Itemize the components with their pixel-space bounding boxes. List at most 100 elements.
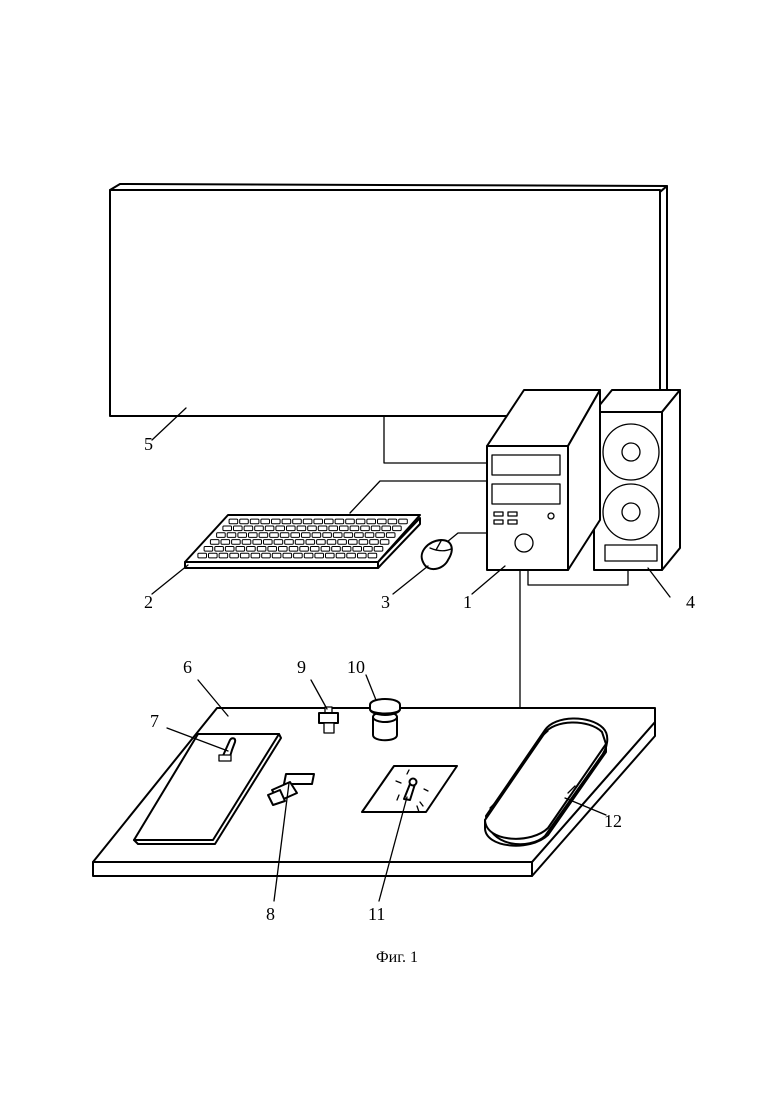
keyboard-key [333,533,342,538]
keyboard-key [306,540,315,545]
keyboard-key [217,533,226,538]
keyboard-key [336,553,345,558]
keyboard-key [249,533,258,538]
keyboard-key [210,540,219,545]
keyboard-key [221,540,230,545]
mouse [422,540,452,569]
keyboard-key [297,526,306,531]
keyboard-key [265,526,274,531]
keyboard-key [215,547,224,552]
keyboard-key [240,519,249,524]
keyboard-key [255,526,264,531]
keyboard-key [325,519,334,524]
keyboard-key [272,519,281,524]
keyboard-key [232,540,241,545]
keyboard-key [361,526,370,531]
keyboard-key [276,526,285,531]
figure-caption: Фиг. 1 [376,949,418,966]
keyboard-key [259,533,268,538]
keyboard-key [365,533,374,538]
keyboard-key [294,553,303,558]
keyboard-key [234,526,243,531]
keyboard [185,515,420,568]
keyboard-key [386,533,395,538]
keyboard-key [238,533,247,538]
keyboard-key [327,540,336,545]
keyboard-key [204,547,213,552]
label-12: 12 [604,811,622,831]
keyboard-key [300,547,309,552]
keyboard-key [346,519,355,524]
keyboard-key [350,526,359,531]
keyboard-key [291,533,300,538]
keyboard-key [329,526,338,531]
label-1: 1 [463,592,472,612]
label-4: 4 [686,592,695,612]
keyboard-key [310,547,319,552]
keyboard-key [315,553,324,558]
keyboard-key [272,553,281,558]
keyboard-key [257,547,266,552]
label-10: 10 [347,657,365,677]
keyboard-key [282,519,291,524]
keyboard-key [274,540,283,545]
keyboard-key [236,547,245,552]
keyboard-key [302,533,311,538]
keyboard-key [225,547,234,552]
keyboard-key [399,519,408,524]
keyboard-key [261,519,270,524]
label-2: 2 [144,592,153,612]
keyboard-key [223,526,232,531]
keyboard-key [270,533,279,538]
keyboard-key [295,540,304,545]
label-8: 8 [266,904,275,924]
keyboard-key [219,553,228,558]
label-3: 3 [381,592,390,612]
keyboard-key [347,553,356,558]
keyboard-key [342,547,351,552]
label-9: 9 [297,657,306,677]
keyboard-key [314,519,323,524]
keyboard-key [382,526,391,531]
keyboard-key [229,519,238,524]
keyboard-key [285,540,294,545]
keyboard-key [293,519,302,524]
keyboard-key [253,540,262,545]
keyboard-key [262,553,271,558]
label-5: 5 [144,434,153,454]
keyboard-key [279,547,288,552]
label-6: 6 [183,657,192,677]
keyboard-key [289,547,298,552]
keyboard-key [359,540,368,545]
keyboard-key [244,526,253,531]
keyboard-key [326,553,335,558]
keyboard-key [209,553,218,558]
keyboard-key [268,547,277,552]
keyboard-key [251,553,260,558]
keyboard-key [317,540,326,545]
keyboard-key [371,526,380,531]
label-11: 11 [368,904,385,924]
keyboard-key [287,526,296,531]
keyboard-key [358,553,367,558]
keyboard-key [242,540,251,545]
keyboard-key [374,547,383,552]
keyboard-key [353,547,362,552]
keyboard-key [370,540,379,545]
keyboard-key [250,519,259,524]
keyboard-key [264,540,273,545]
keyboard-key [393,526,402,531]
item-10 [370,699,400,740]
keyboard-key [304,553,313,558]
label-7: 7 [150,711,159,731]
keyboard-key [349,540,358,545]
keyboard-key [230,553,239,558]
keyboard-key [323,533,332,538]
keyboard-key [321,547,330,552]
keyboard-key [312,533,321,538]
keyboard-key [376,533,385,538]
keyboard-key [367,519,376,524]
keyboard-key [303,519,312,524]
keyboard-key [380,540,389,545]
